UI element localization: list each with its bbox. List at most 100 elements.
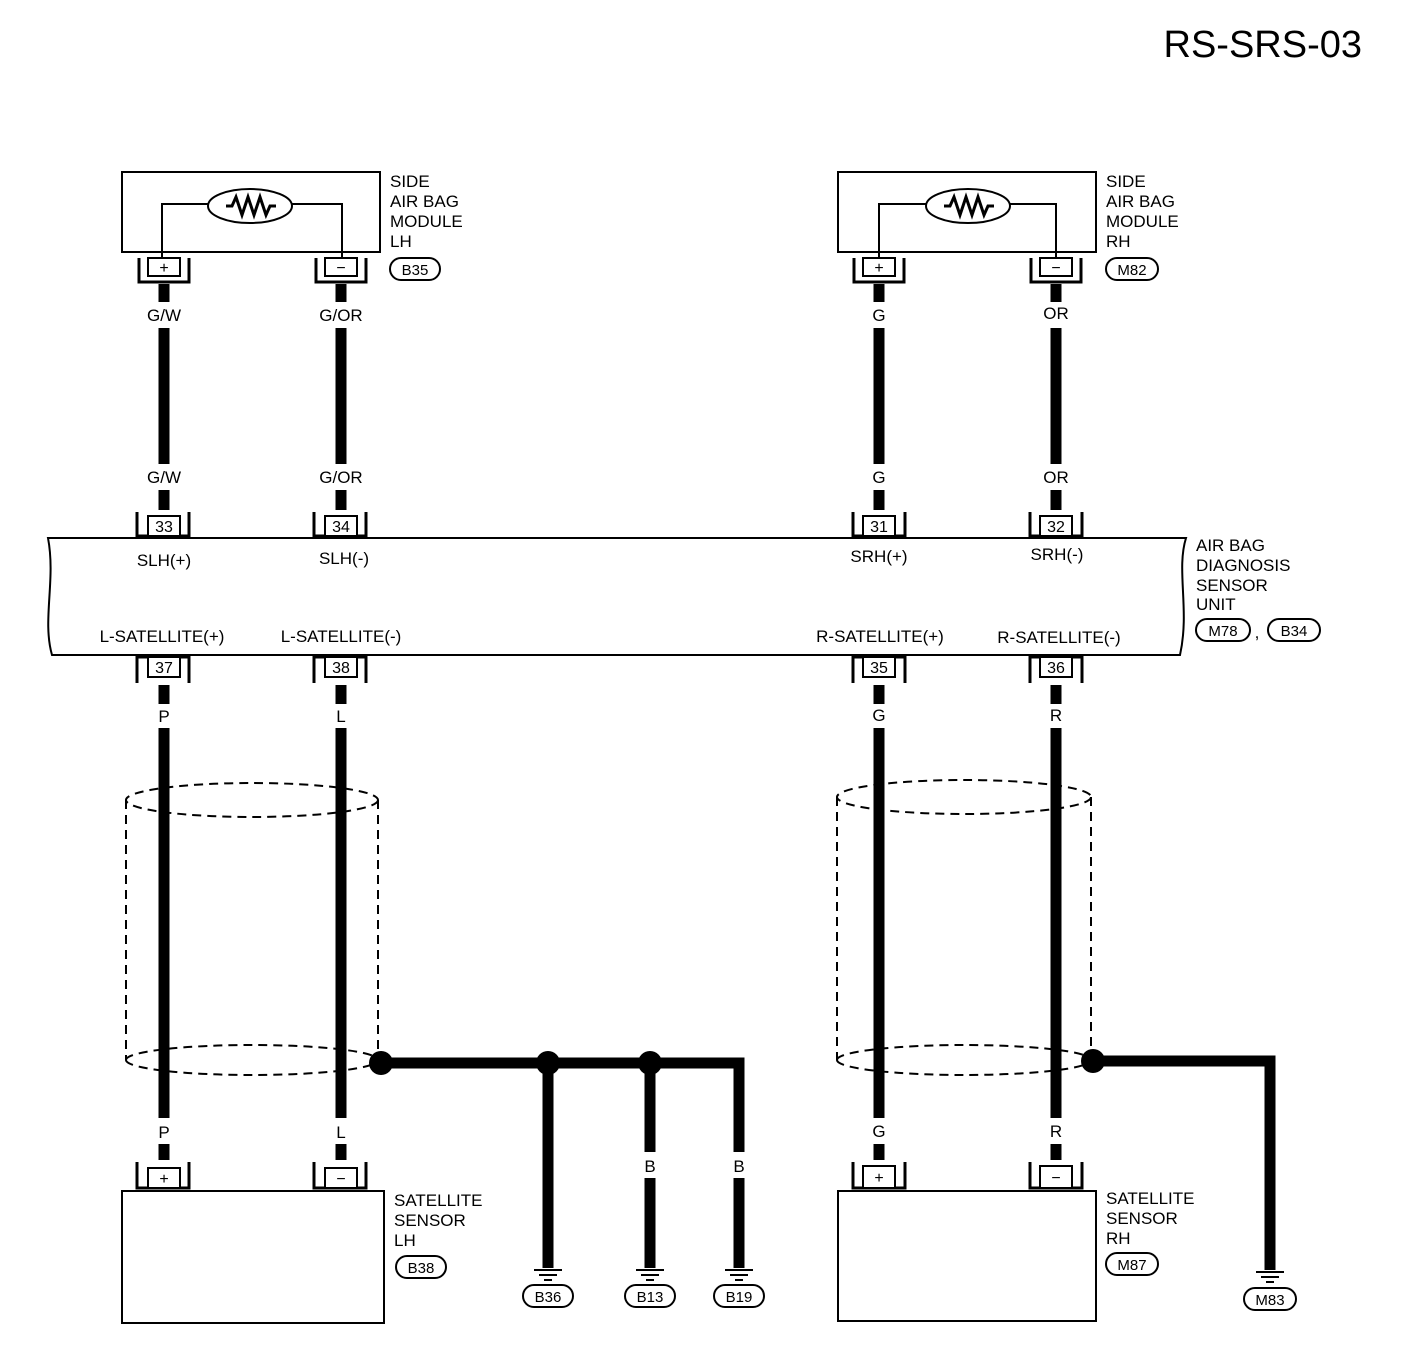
connector-id: B35 bbox=[402, 262, 429, 279]
ground-icon bbox=[636, 1269, 664, 1281]
connector-badge bbox=[1105, 1252, 1159, 1276]
upper-wires: G/W G/W G/OR G/OR G G OR OR bbox=[147, 284, 1069, 510]
connector-badge bbox=[1105, 257, 1159, 281]
sensor-label-line: SENSOR bbox=[1106, 1209, 1178, 1228]
page-title: RS-SRS-03 bbox=[1164, 24, 1363, 66]
side-airbag-module-rh: SIDE AIR BAG MODULE RH M82 + − bbox=[837, 171, 1179, 284]
terminal-minus: − bbox=[336, 260, 345, 277]
terminal-box bbox=[862, 257, 896, 277]
terminal-box bbox=[1039, 257, 1073, 277]
satellite-sensor-rh: + − SATELLITE SENSOR RH M87 bbox=[837, 1162, 1195, 1322]
connector-id: B36 bbox=[535, 1289, 562, 1306]
terminal-minus: − bbox=[1051, 1170, 1060, 1187]
connector-badge bbox=[624, 1284, 676, 1308]
terminal-plus: + bbox=[874, 260, 883, 277]
pin-number: 32 bbox=[1047, 519, 1065, 536]
resistor-icon bbox=[944, 192, 994, 220]
connector-id: M83 bbox=[1255, 1292, 1284, 1309]
connector-badge bbox=[713, 1284, 765, 1308]
pin-number: 37 bbox=[155, 660, 173, 677]
wire-color: B bbox=[644, 1157, 655, 1176]
ground-icon bbox=[534, 1269, 562, 1281]
wire-color: G/OR bbox=[319, 468, 362, 487]
splice-dot bbox=[536, 1051, 560, 1075]
terminal-box bbox=[324, 257, 358, 277]
connector-badge bbox=[1243, 1287, 1297, 1311]
module-label-line: LH bbox=[390, 232, 412, 251]
resistor-icon bbox=[226, 192, 276, 220]
connector-separator: , bbox=[1255, 623, 1260, 642]
module-label-line: RH bbox=[1106, 232, 1131, 251]
connector-id: B19 bbox=[726, 1289, 753, 1306]
wire-color: R bbox=[1050, 1122, 1062, 1141]
wire-color: R bbox=[1050, 706, 1062, 725]
sensor-label-line: SENSOR bbox=[394, 1211, 466, 1230]
sensor-label-line: RH bbox=[1106, 1229, 1131, 1248]
satellite-sensor-lh: + − SATELLITE SENSOR LH B38 bbox=[121, 1162, 483, 1324]
terminal-plus: + bbox=[159, 1171, 168, 1188]
terminal-plus: + bbox=[874, 1170, 883, 1187]
pin-name: SLH(-) bbox=[319, 549, 369, 568]
pin-name: SLH(+) bbox=[137, 551, 191, 570]
sensor-label-line: SATELLITE bbox=[394, 1191, 483, 1210]
pin-name: R-SATELLITE(+) bbox=[816, 627, 944, 646]
sensor-label-line: LH bbox=[394, 1231, 416, 1250]
connector-badge bbox=[389, 257, 441, 281]
unit-label-line: UNIT bbox=[1196, 595, 1236, 614]
wire-color: B bbox=[733, 1157, 744, 1176]
unit-label-line: DIAGNOSIS bbox=[1196, 556, 1290, 575]
pin-name: R-SATELLITE(-) bbox=[997, 628, 1120, 647]
connector-id: M78 bbox=[1208, 623, 1237, 640]
wire-color: G/OR bbox=[319, 306, 362, 325]
wire-color: P bbox=[158, 1123, 169, 1142]
module-label-line: AIR BAG bbox=[390, 192, 459, 211]
terminal-minus: − bbox=[1051, 260, 1060, 277]
connector-id: B13 bbox=[637, 1289, 664, 1306]
wire-color: L bbox=[336, 707, 345, 726]
connector-badge bbox=[1267, 618, 1321, 642]
wire-color: G bbox=[872, 468, 885, 487]
lower-wires: P P L L G G R R bbox=[158, 685, 1062, 1160]
unit-label-line: AIR BAG bbox=[1196, 536, 1265, 555]
wire-color: OR bbox=[1043, 304, 1069, 323]
splice-dot bbox=[638, 1051, 662, 1075]
wire-color: G bbox=[872, 1122, 885, 1141]
terminal-minus: − bbox=[336, 1171, 345, 1188]
ground-icon bbox=[1256, 1271, 1284, 1283]
wire-color: P bbox=[158, 707, 169, 726]
wire-color: G/W bbox=[147, 306, 181, 325]
wire-color: G bbox=[872, 306, 885, 325]
connector-id: B38 bbox=[408, 1260, 435, 1277]
unit-label-line: SENSOR bbox=[1196, 576, 1268, 595]
pin-name: SRH(-) bbox=[1031, 545, 1084, 564]
connector-id: M82 bbox=[1117, 262, 1146, 279]
connector-badge bbox=[395, 1255, 447, 1279]
wire-color: G bbox=[872, 706, 885, 725]
pin-name: L-SATELLITE(+) bbox=[100, 627, 225, 646]
module-label-line: MODULE bbox=[1106, 212, 1179, 231]
connector-id: B34 bbox=[1281, 623, 1308, 640]
side-airbag-module-lh: SIDE AIR BAG MODULE LH B35 + − bbox=[121, 171, 463, 284]
module-label-line: MODULE bbox=[390, 212, 463, 231]
pin-number: 33 bbox=[155, 519, 173, 536]
sensor-label-line: SATELLITE bbox=[1106, 1189, 1195, 1208]
shield-left bbox=[125, 782, 379, 1076]
ground-icon bbox=[725, 1269, 753, 1281]
pin-number: 34 bbox=[332, 519, 350, 536]
splice-dot bbox=[1081, 1049, 1105, 1073]
module-label-line: SIDE bbox=[390, 172, 430, 191]
pin-name: L-SATELLITE(-) bbox=[281, 627, 402, 646]
pin-name: SRH(+) bbox=[850, 547, 907, 566]
pin-number: 36 bbox=[1047, 660, 1065, 677]
terminal-box bbox=[147, 257, 181, 277]
wire-color: OR bbox=[1043, 468, 1069, 487]
splice-dot bbox=[369, 1051, 393, 1075]
airbag-diagnosis-sensor-unit: 33 34 31 32 SLH(+) SLH(-) SRH(+) SRH(-) … bbox=[46, 512, 1321, 683]
connector-badge bbox=[522, 1284, 574, 1308]
pin-number: 38 bbox=[332, 660, 350, 677]
wire-color: L bbox=[336, 1123, 345, 1142]
shield-ground-wiring: B B bbox=[369, 1049, 1276, 1270]
connector-badge bbox=[1195, 618, 1251, 642]
shield-right bbox=[836, 779, 1092, 1076]
